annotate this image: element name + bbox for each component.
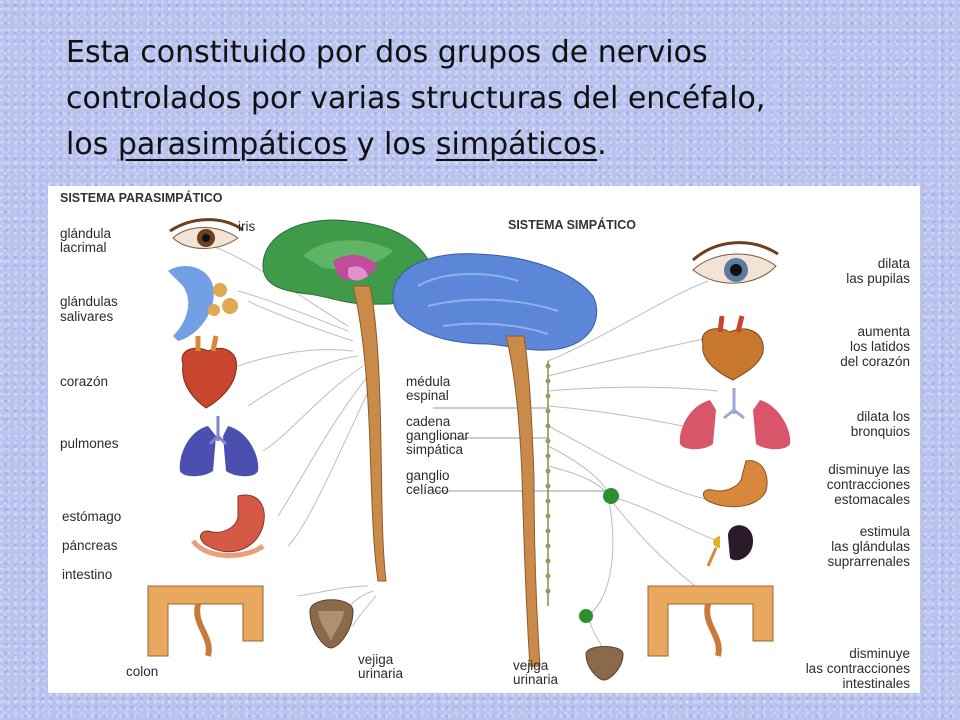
sympathetic-effects: dilata las pupilas aumenta los latidos d…: [806, 256, 911, 691]
term-sympathetic: simpáticos: [435, 127, 598, 162]
label-adrenal-2: las glándulas: [831, 539, 910, 554]
sympathetic-ganglion-chain: [545, 361, 551, 606]
label-stomach-effect-1: disminuye las: [828, 462, 910, 477]
parasympathetic-spinal-cord: [352, 285, 387, 582]
label-bladder-center-1: vejiga: [513, 658, 549, 673]
label-bladder-left-1: vejiga: [358, 652, 394, 667]
eye-left-icon: [169, 218, 244, 249]
label-bladder-left-2: urinaria: [358, 666, 404, 681]
label-spinal-2: espinal: [406, 388, 449, 403]
title-line-3: los parasimpáticos y los simpáticos.: [66, 122, 946, 168]
label-stomach: estómago: [62, 509, 121, 524]
label-salivary-2: salivares: [60, 309, 114, 324]
lungs-left-icon: [179, 416, 259, 477]
label-bronchi-1: dilata los: [857, 409, 911, 424]
label-heart-effect-1: aumenta: [857, 324, 910, 339]
label-colon: colon: [126, 664, 158, 679]
nervous-system-diagram: SISTEMA PARASIMPÁTICO SISTEMA SIMPÁTICO: [48, 186, 920, 693]
label-lungs: pulmones: [60, 436, 119, 451]
stomach-left-icon: [191, 494, 265, 558]
adrenal-kidney-icon: [706, 525, 753, 567]
label-chain-1: cadena: [406, 414, 451, 429]
parasympathetic-brain: [262, 219, 434, 305]
celiac-ganglion: [603, 488, 619, 504]
title-line-2: controlados por varias structuras del en…: [66, 81, 766, 116]
sympathetic-brain: [392, 253, 598, 351]
label-heart-effect-3: del corazón: [840, 354, 910, 369]
sympathetic-spinal-cord: [505, 335, 541, 667]
parasympathetic-header: SISTEMA PARASIMPÁTICO: [60, 190, 223, 205]
lungs-right-icon: [679, 388, 791, 450]
title-period: .: [597, 127, 607, 162]
term-parasympathetic: parasimpáticos: [117, 127, 348, 162]
label-chain-3: simpática: [406, 442, 464, 457]
label-celiac-1: ganglio: [406, 468, 450, 483]
label-intestine-effect-2: las contracciones: [806, 661, 911, 676]
label-iris: iris: [238, 219, 255, 234]
mesenteric-ganglion: [579, 609, 593, 623]
label-adrenal-3: suprarrenales: [827, 554, 910, 569]
label-chain-2: ganglionar: [406, 428, 470, 443]
heart-right-icon: [701, 315, 764, 381]
label-lacrimal-1: glándula: [60, 226, 112, 241]
label-bladder-center-2: urinaria: [513, 672, 559, 687]
label-pancreas: páncreas: [62, 538, 118, 553]
label-heart: corazón: [60, 374, 108, 389]
bladder-left-icon: [309, 599, 354, 649]
colon-right-icon: [647, 585, 774, 657]
label-spinal-1: médula: [406, 374, 451, 389]
label-pupils-2: las pupilas: [846, 271, 910, 286]
label-pupils-1: dilata: [878, 256, 911, 271]
title-line-1: Esta constituido por dos grupos de nervi…: [66, 35, 708, 70]
bladder-right-icon: [585, 646, 624, 681]
salivary-glands-icon: [168, 266, 238, 341]
label-lacrimal-2: lacrimal: [60, 240, 107, 255]
diagram-svg: SISTEMA PARASIMPÁTICO SISTEMA SIMPÁTICO: [60, 190, 911, 691]
label-intestine-effect-3: intestinales: [842, 676, 910, 691]
sympathetic-header: SISTEMA SIMPÁTICO: [508, 217, 636, 232]
heart-left-icon: [181, 335, 238, 409]
eye-right-icon: [692, 241, 779, 284]
title-text-los: los: [66, 127, 118, 162]
label-bronchi-2: bronquios: [851, 424, 911, 439]
colon-left-icon: [147, 585, 264, 657]
label-intestine: intestino: [62, 567, 112, 582]
label-intestine-effect-1: disminuye: [849, 646, 910, 661]
label-celiac-2: celíaco: [406, 482, 449, 497]
stomach-right-icon: [702, 460, 768, 508]
label-adrenal-1: estimula: [860, 524, 911, 539]
slide-title: Esta constituido por dos grupos de nervi…: [66, 30, 946, 168]
label-heart-effect-2: los latidos: [850, 339, 910, 354]
label-salivary-1: glándulas: [60, 294, 118, 309]
title-text-y-los: y los: [347, 127, 436, 162]
label-stomach-effect-2: contracciones: [827, 477, 911, 492]
label-stomach-effect-3: estomacales: [834, 492, 910, 507]
